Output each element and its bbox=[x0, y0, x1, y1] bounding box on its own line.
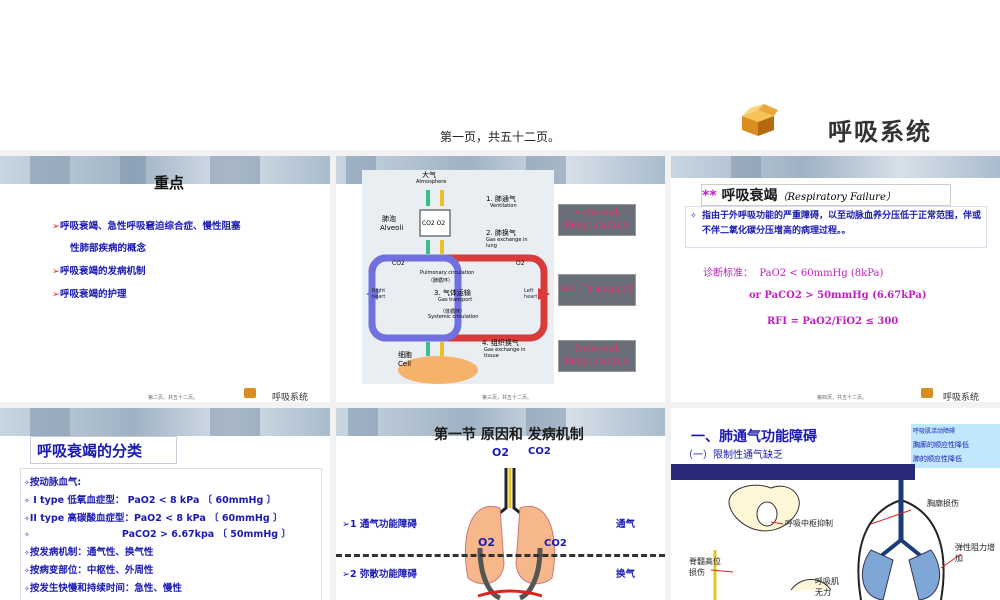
slide-thumbnail-4[interactable]: ** 呼吸衰竭（Respiratory Failure） ✧ 指由于外呼吸功能的… bbox=[671, 156, 1000, 402]
label-systemic-cn: （体循环） bbox=[440, 309, 466, 315]
label-step4: 4. 组织换气 bbox=[482, 339, 519, 347]
label-atmosphere-cn: 大气 bbox=[422, 171, 436, 179]
slide-header-bar bbox=[0, 408, 330, 436]
label-pulmonary: Pulmonary circulation bbox=[420, 270, 475, 276]
box-logo-icon bbox=[244, 388, 256, 398]
deck-title: 呼吸系统 bbox=[828, 118, 932, 146]
label-internal-respiration: Internal Respiration bbox=[558, 340, 636, 372]
label-alveoli-cn: 肺泡 bbox=[382, 215, 396, 223]
slide-footer-page: 第二页，共五十二页。 bbox=[148, 395, 199, 401]
bullet-item-cont: 性肺部疾病的概念 bbox=[70, 243, 147, 254]
slide-title: 重点 bbox=[154, 174, 185, 192]
slide-subtitle: （一）限制性通气缺乏 bbox=[683, 450, 783, 461]
label-step4-en: Gas exchange in tissue bbox=[484, 347, 526, 359]
label-external-respiration: External Respiration bbox=[558, 204, 636, 236]
slide-footer-label: 呼吸系统 bbox=[272, 393, 309, 402]
class-line: ✧按病变部位：中枢性、外周性 bbox=[24, 565, 154, 576]
label-right-heart: Right heart bbox=[372, 288, 386, 300]
note-item: 呼吸肌活动障碍 bbox=[913, 428, 956, 435]
label-step2-en: Gas exchange in lung bbox=[486, 237, 528, 249]
label-gas-transport: Gas Transport bbox=[558, 274, 636, 306]
label-o2: O2 bbox=[516, 260, 525, 267]
bullet-item: ➢呼吸衰竭的护理 bbox=[52, 289, 127, 300]
mechanism-item: ➢1 通气功能障碍 bbox=[342, 519, 417, 530]
criteria-line-3: RFI = PaO2/FiO2 ≤ 300 bbox=[767, 316, 899, 327]
thorax-diagram bbox=[671, 480, 1000, 600]
label-o2-lung: O2 bbox=[478, 536, 496, 549]
bullet-item: ➢呼吸衰竭、急性呼吸窘迫综合症、慢性阻塞 bbox=[52, 221, 241, 232]
class-line: ✧按动脉血气: bbox=[24, 477, 82, 488]
slide-footer-label: 呼吸系统 bbox=[943, 393, 980, 402]
class-line: ✧按发生快慢和持续时间：急性、慢性 bbox=[24, 583, 182, 594]
label-cell-cn: 细胞 bbox=[398, 351, 412, 359]
class-line: ✧II type 高碳酸血症型：PaO2 < 8 kPa 〔 60mmHg 〕 bbox=[24, 513, 283, 524]
slide-thumbnail-6[interactable]: 第一节 原因和 发病机制 O2 CO2 O2 CO2 ➢1 通气功能障碍 通气 … bbox=[336, 408, 665, 600]
slide-footer-page: 第四页，共五十二页。 bbox=[817, 395, 868, 401]
title-prefix: ** bbox=[702, 188, 722, 204]
label-atmosphere-en: Atmosphere bbox=[416, 179, 447, 185]
box-logo-icon bbox=[738, 104, 778, 138]
class-line: ✧ I type 低氧血症型： PaO2 < 8 kPa 〔 60mmHg 〕 bbox=[24, 495, 277, 506]
slide-title: 第一节 原因和 发病机制 bbox=[434, 427, 584, 443]
slide-header-bar bbox=[671, 156, 1000, 178]
slide-title-box: 呼吸衰竭的分类 bbox=[30, 436, 177, 464]
label-elastic-resistance: 弹性阻力增加 bbox=[955, 543, 995, 563]
respiration-diagram: 大气 Atmosphere 肺泡 Alveoli CO2 O2 1. 肺通气 V… bbox=[362, 170, 554, 384]
slide-title-en: （Respiratory Failure） bbox=[777, 192, 896, 203]
note-item: 胸廓的顺应性降低 bbox=[913, 441, 969, 449]
lungs-diagram bbox=[460, 468, 560, 600]
criteria-line-2: or PaCO2 > 50mmHg (6.67kPa) bbox=[749, 290, 927, 301]
label-alveoli-en: Alveoli bbox=[380, 224, 404, 232]
slide-thumbnail-5[interactable]: 呼吸衰竭的分类 ✧按动脉血气: ✧ I type 低氧血症型： PaO2 < 8… bbox=[0, 408, 330, 600]
label-step3-en: Gas transport bbox=[438, 297, 473, 303]
label-spinal-injury: 脊髓高位损伤 bbox=[689, 557, 721, 577]
label-co2: CO2 bbox=[528, 446, 551, 457]
classification-box bbox=[20, 468, 322, 600]
label-left-heart: Left heart bbox=[524, 288, 538, 300]
notes-box bbox=[911, 424, 1000, 468]
slide-title-box: ** 呼吸衰竭（Respiratory Failure） bbox=[701, 184, 951, 206]
label-chest-injury: 胸廓损伤 bbox=[927, 499, 959, 508]
label-step1-en: Ventilation bbox=[490, 203, 517, 209]
slide-thumbnail-3[interactable]: 大气 Atmosphere 肺泡 Alveoli CO2 O2 1. 肺通气 V… bbox=[336, 156, 665, 402]
slide-title: 呼吸衰竭的分类 bbox=[37, 442, 143, 460]
definition-box: ✧ 指由于外呼吸功能的严重障碍，以至动脉血养分压低于正常范围，伴或不伴二氧化碳分… bbox=[685, 206, 987, 248]
bullet-item: ➢呼吸衰竭的发病机制 bbox=[52, 266, 146, 277]
label-muscle-weakness: 呼吸肌无力 bbox=[815, 577, 839, 597]
slide-header-bar bbox=[0, 156, 330, 184]
class-line: ✧PaCO2 > 6.67kpa 〔 50mmHg 〕 bbox=[24, 529, 291, 540]
mechanism-right-label: 换气 bbox=[616, 569, 636, 580]
slide-header-bar bbox=[336, 408, 665, 436]
slide-title: 一、肺通气功能障碍 bbox=[691, 429, 817, 445]
page-caption: 第一页，共五十二页。 bbox=[439, 130, 560, 144]
label-co2o2: CO2 O2 bbox=[422, 220, 446, 227]
slide-footer-page: 第三页，共五十二页。 bbox=[482, 395, 533, 401]
slide-thumbnail-7[interactable]: 一、肺通气功能障碍 （一）限制性通气缺乏 呼吸肌活动障碍 胸廓的顺应性降低 肺的… bbox=[671, 408, 1000, 600]
mechanism-item: ➢2 弥散功能障碍 bbox=[342, 569, 417, 580]
divider-line bbox=[336, 554, 665, 557]
mechanism-right-label: 通气 bbox=[616, 519, 636, 530]
note-item: 肺的顺应性降低 bbox=[913, 455, 962, 463]
label-step3: 3. 气体运输 bbox=[434, 289, 471, 297]
slide-thumbnail-2[interactable]: 重点 ➢呼吸衰竭、急性呼吸窘迫综合症、慢性阻塞 性肺部疾病的概念 ➢呼吸衰竭的发… bbox=[0, 156, 330, 402]
label-cell-en: Cell bbox=[398, 360, 412, 368]
dark-bar bbox=[671, 464, 915, 480]
box-logo-icon bbox=[921, 388, 933, 398]
label-co2-lung: CO2 bbox=[544, 538, 567, 549]
definition-text: 指由于外呼吸功能的严重障碍，以至动脉血养分压低于正常范围，伴或不伴二氧化碳分压增… bbox=[702, 211, 982, 236]
label-pulmonary-cn: （肺循环） bbox=[428, 278, 454, 284]
label-systemic: Systemic circulation bbox=[428, 314, 479, 320]
diamond-bullet-icon: ✧ bbox=[690, 211, 697, 220]
label-o2: O2 bbox=[492, 446, 510, 459]
class-line: ✧按发病机制：通气性、换气性 bbox=[24, 547, 154, 558]
label-co2: CO2 bbox=[392, 260, 405, 267]
label-central-inhibition: 呼吸中枢抑制 bbox=[785, 519, 833, 528]
label-step2: 2. 肺换气 bbox=[486, 229, 516, 237]
label-step1: 1. 肺通气 bbox=[486, 195, 516, 203]
criteria-line-1: 诊断标准： PaO2 < 60mmHg (8kPa) bbox=[703, 268, 884, 279]
diamond-bullet-icon: ✧ bbox=[24, 479, 30, 487]
slide-title: 呼吸衰竭 bbox=[721, 188, 778, 204]
